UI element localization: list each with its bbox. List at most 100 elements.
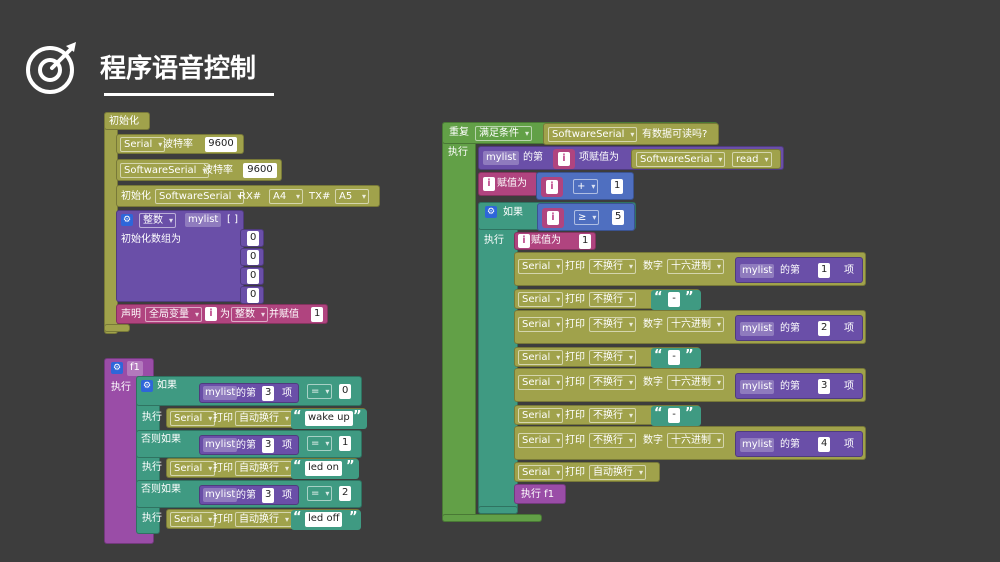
setup-header[interactable]: 初始化 bbox=[104, 112, 150, 130]
newline-dropdown[interactable]: 自动换行 bbox=[589, 465, 646, 480]
softserial-dropdown[interactable]: SoftwareSerial bbox=[155, 189, 245, 204]
array-name[interactable]: mylist bbox=[185, 213, 222, 227]
string-block[interactable]: “ led off ” bbox=[291, 510, 361, 530]
list-name[interactable]: mylist bbox=[483, 151, 520, 165]
hex-dropdown[interactable]: 十六进制 bbox=[667, 317, 724, 332]
var-i-badge[interactable]: i bbox=[483, 177, 495, 191]
print-hex-block[interactable]: Serial 打印 不换行 数字 十六进制 mylist 的第 2 项 bbox=[514, 310, 866, 344]
list-item-expr[interactable]: mylist 的第 3 项 bbox=[199, 383, 299, 403]
softserial-dropdown[interactable]: SoftwareSerial bbox=[548, 127, 638, 142]
serial-dropdown[interactable]: Serial bbox=[518, 292, 564, 307]
type-dropdown[interactable]: 整数 bbox=[231, 307, 268, 322]
newline-dropdown[interactable]: 自动换行 bbox=[235, 411, 292, 426]
newline-dropdown[interactable]: 自动换行 bbox=[235, 461, 292, 476]
add-value-field[interactable]: 1 bbox=[611, 179, 624, 194]
var-i-expr[interactable]: i bbox=[553, 149, 575, 169]
serial-dropdown[interactable]: Serial bbox=[518, 375, 564, 390]
cond-value-1[interactable]: 1 bbox=[339, 436, 352, 451]
index-field[interactable]: 4 bbox=[818, 437, 831, 452]
call-f1-block[interactable]: 执行 f1 bbox=[514, 484, 566, 504]
string-block[interactable]: “ led on ” bbox=[291, 459, 359, 479]
string-block[interactable]: “ wake up ” bbox=[291, 409, 367, 429]
serial-dropdown[interactable]: Serial bbox=[170, 411, 216, 426]
softserial-dropdown[interactable]: SoftwareSerial bbox=[636, 152, 726, 167]
serial-dropdown[interactable]: Serial bbox=[518, 317, 564, 332]
index-field[interactable]: 3 bbox=[262, 386, 275, 401]
list-name[interactable]: mylist bbox=[740, 322, 775, 336]
print-dash-block[interactable]: Serial 打印 不换行 “ - ” bbox=[514, 405, 701, 426]
newline-dropdown[interactable]: 不换行 bbox=[589, 350, 636, 365]
gear-icon[interactable]: ⚙ bbox=[485, 206, 497, 218]
serial-dropdown[interactable]: Serial bbox=[518, 259, 564, 274]
list-name[interactable]: mylist bbox=[740, 438, 775, 452]
op-dropdown[interactable]: + bbox=[573, 179, 599, 194]
cond-value-2[interactable]: 2 bbox=[339, 486, 352, 501]
elseif-row[interactable]: 否则如果 mylist 的第 3 项 = 1 bbox=[136, 430, 362, 458]
gear-icon[interactable]: ⚙ bbox=[141, 380, 153, 392]
list-item-expr[interactable]: mylist 的第 1 项 bbox=[735, 257, 863, 283]
list-name[interactable]: mylist bbox=[203, 488, 238, 502]
function-name[interactable]: f1 bbox=[127, 361, 143, 376]
read-dropdown[interactable]: read bbox=[732, 152, 772, 167]
assign-value-field[interactable]: 1 bbox=[579, 234, 592, 249]
string-block[interactable]: “ - ” bbox=[651, 406, 701, 426]
print-block[interactable]: Serial 打印 自动换行 “ led on ” bbox=[166, 458, 359, 479]
if-row[interactable]: ⚙ 如果 i ≥ 5 bbox=[478, 202, 636, 231]
print-dash-block[interactable]: Serial 打印 不换行 “ - ” bbox=[514, 289, 701, 310]
newline-dropdown[interactable]: 不换行 bbox=[589, 375, 636, 390]
list-name[interactable]: mylist bbox=[740, 380, 775, 394]
declare-var-block[interactable]: 声明 全局变量 i 为 整数 并赋值 1 bbox=[116, 304, 328, 324]
dash-field[interactable]: - bbox=[668, 408, 680, 423]
hex-dropdown[interactable]: 十六进制 bbox=[667, 259, 724, 274]
print-hex-block[interactable]: Serial 打印 不换行 数字 十六进制 mylist 的第 1 项 bbox=[514, 252, 866, 286]
serial-dropdown[interactable]: Serial bbox=[120, 137, 166, 152]
var-i-expr[interactable]: i bbox=[542, 208, 564, 228]
op-dropdown[interactable]: = bbox=[307, 486, 333, 501]
rx-dropdown[interactable]: A4 bbox=[269, 189, 303, 204]
read-block[interactable]: SoftwareSerial read bbox=[631, 149, 781, 169]
hex-dropdown[interactable]: 十六进制 bbox=[667, 375, 724, 390]
newline-dropdown[interactable]: 不换行 bbox=[589, 433, 636, 448]
list-item-expr[interactable]: mylist 的第 3 项 bbox=[199, 435, 299, 455]
list-item-expr[interactable]: mylist 的第 3 项 bbox=[199, 485, 299, 505]
list-item-expr[interactable]: mylist 的第 4 项 bbox=[735, 431, 863, 457]
assign-i-block[interactable]: i 赋值为 bbox=[478, 172, 538, 196]
list-item-expr[interactable]: mylist 的第 3 项 bbox=[735, 373, 863, 399]
string-block[interactable]: “ - ” bbox=[651, 290, 701, 310]
elseif-row[interactable]: 否则如果 mylist 的第 3 项 = 2 bbox=[136, 480, 362, 508]
cond-value-0[interactable]: 0 bbox=[339, 384, 352, 399]
serial-baud-block[interactable]: Serial 波特率 9600 bbox=[116, 134, 244, 154]
print-dash-block[interactable]: Serial 打印 不换行 “ - ” bbox=[514, 347, 701, 368]
serial-dropdown[interactable]: Serial bbox=[170, 512, 216, 527]
scope-dropdown[interactable]: 全局变量 bbox=[145, 307, 202, 322]
index-field[interactable]: 1 bbox=[818, 263, 831, 278]
softserial-init-block[interactable]: 初始化 SoftwareSerial RX# A4 TX# A5 bbox=[116, 185, 380, 207]
var-i-expr[interactable]: i bbox=[541, 177, 563, 197]
list-item-expr[interactable]: mylist 的第 2 项 bbox=[735, 315, 863, 341]
assign-i-block[interactable]: i 赋值为 1 bbox=[514, 232, 596, 250]
print-block[interactable]: Serial 打印 自动换行 “ wake up ” bbox=[166, 408, 367, 429]
compare-value-field[interactable]: 5 bbox=[612, 210, 625, 225]
compare-block[interactable]: i ≥ 5 bbox=[537, 203, 635, 231]
serial-dropdown[interactable]: Serial bbox=[518, 433, 564, 448]
array-value-1[interactable]: 0 bbox=[240, 248, 264, 266]
if-block[interactable] bbox=[478, 202, 518, 514]
repeat-block[interactable] bbox=[442, 122, 476, 522]
serial-dropdown[interactable]: Serial bbox=[518, 350, 564, 365]
newline-dropdown[interactable]: 不换行 bbox=[589, 292, 636, 307]
softserial-dropdown[interactable]: SoftwareSerial bbox=[120, 163, 210, 178]
gear-icon[interactable]: ⚙ bbox=[121, 214, 133, 226]
index-field[interactable]: 2 bbox=[818, 321, 831, 336]
index-field[interactable]: 3 bbox=[818, 379, 831, 394]
print-hex-block[interactable]: Serial 打印 不换行 数字 十六进制 mylist 的第 4 项 bbox=[514, 426, 866, 460]
newline-dropdown[interactable]: 自动换行 bbox=[235, 512, 292, 527]
print-hex-block[interactable]: Serial 打印 不换行 数字 十六进制 mylist 的第 3 项 bbox=[514, 368, 866, 402]
var-i-badge[interactable]: i bbox=[518, 234, 530, 248]
msg-field-0[interactable]: wake up bbox=[305, 411, 353, 426]
baud-field[interactable]: 9600 bbox=[243, 163, 277, 178]
msg-field-2[interactable]: led off bbox=[305, 512, 343, 527]
msg-field-1[interactable]: led on bbox=[305, 461, 342, 476]
serial-dropdown[interactable]: Serial bbox=[170, 461, 216, 476]
hex-dropdown[interactable]: 十六进制 bbox=[667, 433, 724, 448]
available-block[interactable]: SoftwareSerial 有数据可读吗? bbox=[543, 123, 719, 145]
